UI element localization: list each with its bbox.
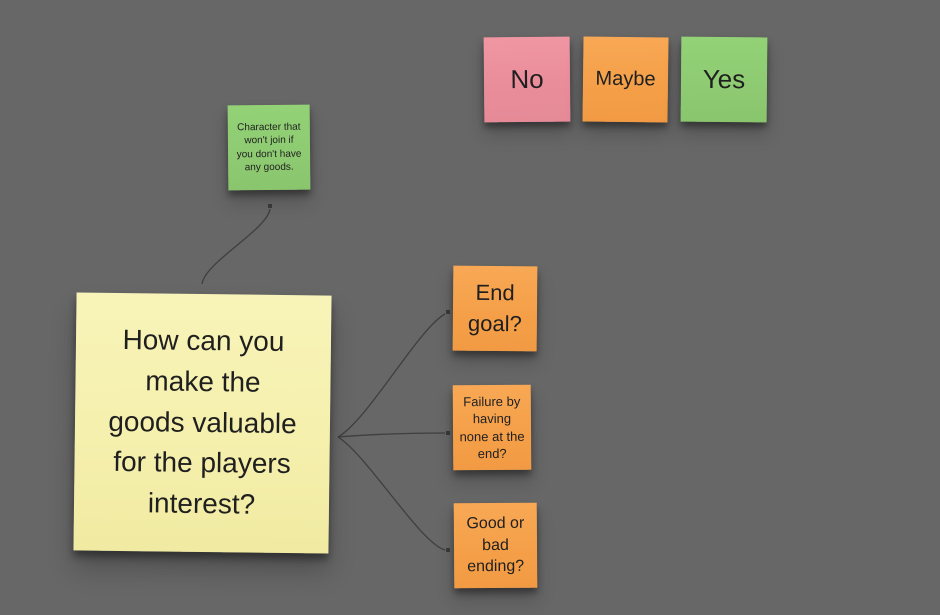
sticky-note-failure-text: Failure by having none at the end? — [459, 393, 525, 461]
sticky-note-failure[interactable]: Failure by having none at the end? — [452, 384, 532, 471]
sticky-note-good-bad[interactable]: Good or bad ending? — [453, 502, 538, 589]
connector-question-to-failure[interactable] — [337, 432, 446, 438]
connector-endpoint-dot — [268, 204, 272, 208]
sticky-note-yes-label: Yes — [702, 63, 746, 95]
connector-endpoint-dot — [446, 431, 450, 435]
connector-endpoint-dot — [446, 548, 450, 552]
connector-endpoint-dot — [446, 310, 450, 314]
connector-question-to-good-bad[interactable] — [337, 436, 446, 551]
sticky-note-no[interactable]: No — [483, 36, 571, 123]
sticky-note-character-text: Character that won't join if you don't h… — [236, 121, 302, 174]
sticky-note-maybe[interactable]: Maybe — [582, 36, 669, 123]
connector-question-to-end-goal[interactable] — [337, 313, 446, 438]
sticky-note-question-text: How can you make the goods valuable for … — [108, 323, 297, 520]
sticky-note-yes[interactable]: Yes — [680, 36, 768, 123]
connector-question-to-character[interactable] — [201, 208, 271, 285]
sticky-note-end-goal-text: End goal? — [467, 279, 522, 336]
sticky-note-character[interactable]: Character that won't join if you don't h… — [227, 104, 311, 191]
sticky-note-end-goal[interactable]: End goal? — [452, 265, 538, 352]
sticky-note-maybe-label: Maybe — [595, 67, 656, 91]
sticky-note-no-label: No — [510, 63, 544, 95]
sticky-note-good-bad-text: Good or bad ending? — [466, 514, 525, 576]
sticky-note-question[interactable]: How can you make the goods valuable for … — [73, 292, 332, 554]
